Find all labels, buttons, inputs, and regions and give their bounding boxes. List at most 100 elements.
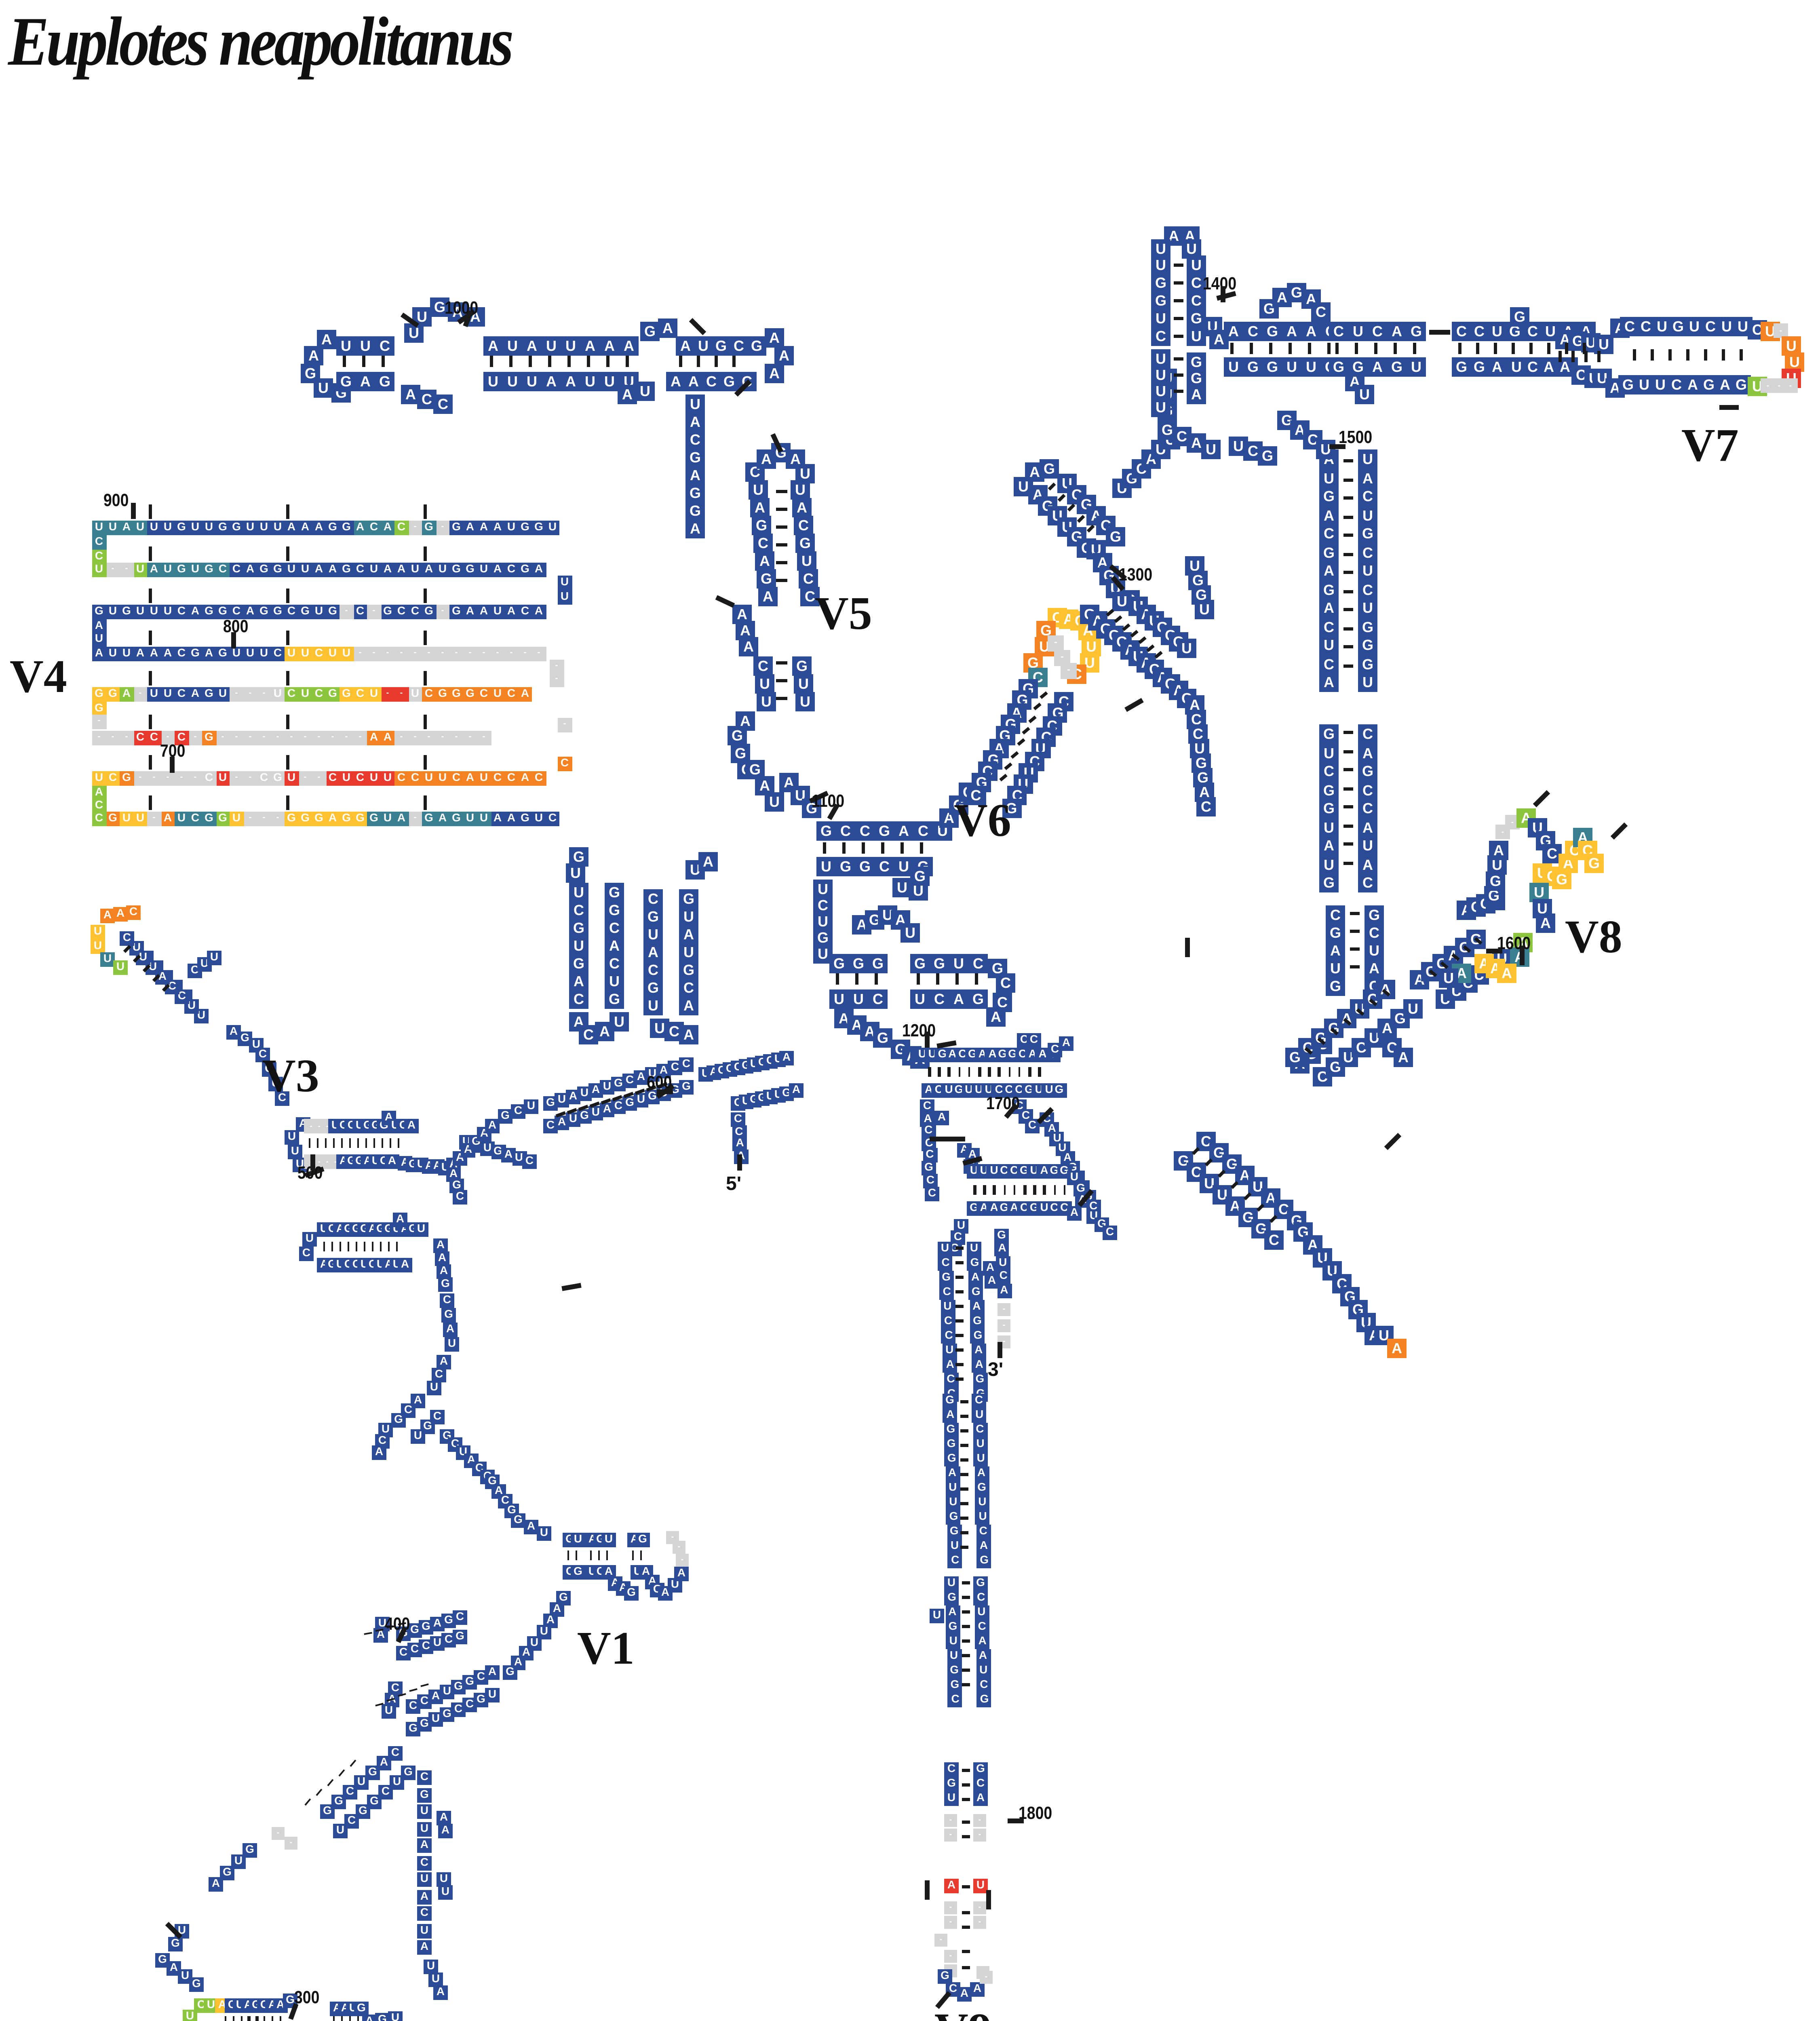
base-pair-tick bbox=[1343, 496, 1353, 500]
nucleotide-G: G bbox=[449, 563, 463, 576]
base-pair-tick bbox=[960, 1487, 968, 1490]
nucleotide-U: U bbox=[314, 378, 333, 398]
nucleotide-U: U bbox=[136, 951, 150, 965]
nucleotide-C: C bbox=[453, 1190, 467, 1205]
nucleotide-C: C bbox=[976, 1525, 991, 1539]
nucleotide-A: A bbox=[957, 1987, 972, 2002]
base-pair-tick bbox=[1063, 1185, 1066, 1195]
nucleotide-G: G bbox=[970, 1314, 985, 1329]
base-pair-tick bbox=[333, 1138, 335, 1148]
nucleotide-C: C bbox=[753, 656, 773, 676]
base-pair-tick bbox=[955, 973, 959, 985]
position-label-800: 800 bbox=[223, 618, 249, 637]
nucleotide-U: U bbox=[188, 521, 202, 534]
nucleotide-C: C bbox=[504, 687, 518, 701]
nucleotide-A: A bbox=[437, 1264, 451, 1279]
nucleotide-A: A bbox=[394, 812, 408, 825]
region-label-V7: V7 bbox=[1681, 420, 1739, 472]
base-pair-tick bbox=[271, 2016, 274, 2021]
nucleotide-C: C bbox=[868, 989, 888, 1009]
base-pair-tick bbox=[341, 1138, 344, 1148]
nucleotide-G: G bbox=[449, 605, 463, 618]
nucleotide-U: U bbox=[382, 1704, 396, 1719]
nucleotide-C: C bbox=[417, 1906, 432, 1921]
nucleotide-C: C bbox=[394, 605, 408, 618]
nucleotide-G: G bbox=[436, 687, 449, 701]
nucleotide-A: A bbox=[161, 647, 175, 660]
base-pair-tick bbox=[490, 356, 493, 367]
position-label-400: 400 bbox=[385, 1615, 410, 1635]
gap-square: - bbox=[394, 687, 408, 701]
base-pair-tick bbox=[1350, 912, 1360, 915]
nucleotide-A: A bbox=[92, 786, 106, 800]
nucleotide-C: C bbox=[729, 336, 749, 356]
nucleotide-C: C bbox=[855, 821, 875, 841]
gap-square: - bbox=[477, 647, 491, 660]
base-pair-tick bbox=[1633, 349, 1636, 361]
nucleotide-A: A bbox=[1487, 357, 1507, 377]
nucleotide-A: A bbox=[658, 319, 677, 338]
nucleotide-U: U bbox=[491, 687, 504, 701]
base-pair-tick bbox=[962, 1950, 970, 1953]
gap-square: - bbox=[188, 771, 202, 785]
nucleotide-A: A bbox=[417, 1940, 432, 1955]
nucleotide-A: A bbox=[188, 605, 202, 618]
nucleotide-G: G bbox=[202, 812, 216, 825]
base-pair-tick bbox=[836, 973, 839, 985]
base-pair-tick bbox=[587, 356, 590, 367]
nucleotide-C: C bbox=[679, 978, 698, 998]
nucleotide-A: A bbox=[477, 521, 491, 534]
nucleotide-U: U bbox=[230, 647, 243, 660]
nucleotide-G: G bbox=[1358, 524, 1377, 543]
nucleotide-G: G bbox=[189, 1977, 204, 1992]
base-pair-tick bbox=[1174, 317, 1183, 320]
nucleotide-C: C bbox=[966, 785, 986, 805]
nucleotide-C: C bbox=[120, 931, 134, 946]
nucleotide-A: A bbox=[504, 605, 518, 618]
base-pair-tick bbox=[1028, 715, 1036, 722]
base-pair-tick bbox=[960, 1415, 968, 1418]
nucleotide-U: U bbox=[1358, 673, 1377, 692]
base-pair-tick bbox=[1067, 503, 1075, 511]
nucleotide-G: G bbox=[438, 1277, 453, 1292]
base-pair-tick bbox=[1013, 1185, 1016, 1195]
nucleotide-G: G bbox=[262, 1062, 276, 1077]
nucleotide-A: A bbox=[792, 498, 812, 517]
gap-square: - bbox=[463, 731, 477, 745]
nucleotide-G: G bbox=[175, 563, 188, 576]
base-pair-tick bbox=[1174, 335, 1183, 338]
nucleotide-G: G bbox=[1348, 357, 1368, 377]
gap-square: - bbox=[120, 731, 133, 745]
nucleotide-U: U bbox=[91, 925, 105, 939]
nucleotide-G: G bbox=[202, 731, 216, 745]
nucleotide-A: A bbox=[765, 364, 784, 383]
nucleotide-C: C bbox=[974, 1620, 989, 1635]
nucleotide-A: A bbox=[739, 637, 758, 656]
nucleotide-G: G bbox=[503, 1665, 517, 1680]
nucleotide-U: U bbox=[113, 960, 128, 975]
nucleotide-G: G bbox=[719, 372, 739, 391]
base-pair-tick bbox=[962, 1769, 970, 1772]
nucleotide-U: U bbox=[749, 480, 768, 500]
nucleotide-C: C bbox=[702, 372, 721, 391]
nucleotide-A: A bbox=[433, 1238, 448, 1253]
nucleotide-C: C bbox=[944, 1762, 959, 1777]
nucleotide-A: A bbox=[532, 563, 546, 576]
nucleotide-A: A bbox=[619, 336, 639, 356]
gap-square: - bbox=[353, 731, 367, 745]
nucleotide-C: C bbox=[255, 1048, 270, 1062]
base-pair-tick bbox=[955, 1334, 964, 1337]
nucleotide-U: U bbox=[679, 907, 698, 926]
nucleotide-A: A bbox=[1387, 1339, 1407, 1358]
position-label-1600: 1600 bbox=[1497, 935, 1531, 954]
nucleotide-U: U bbox=[1487, 855, 1507, 875]
base-pair-tick bbox=[529, 356, 532, 367]
base-pair-tick bbox=[149, 671, 152, 686]
nucleotide-U: U bbox=[600, 372, 619, 391]
base-pair-tick bbox=[948, 1067, 951, 1077]
nucleotide-G: G bbox=[340, 812, 353, 825]
base-pair-tick bbox=[327, 1779, 334, 1787]
base-pair-tick bbox=[357, 2016, 360, 2021]
nucleotide-U: U bbox=[412, 307, 432, 327]
gap-square: - bbox=[504, 647, 518, 660]
